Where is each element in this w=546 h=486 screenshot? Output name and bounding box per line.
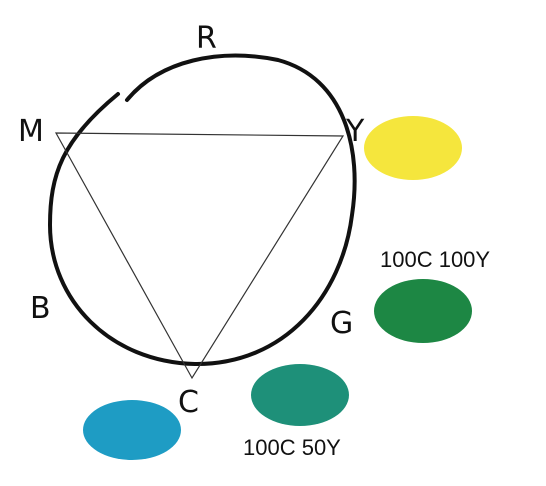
teal-swatch xyxy=(251,364,349,426)
label-y: Y xyxy=(345,114,365,149)
label-m: M xyxy=(18,114,44,149)
teal-swatch-caption: 100C 50Y xyxy=(243,435,341,460)
label-g: G xyxy=(330,306,353,341)
yellow-swatch xyxy=(364,116,462,180)
color-triangle xyxy=(54,132,345,380)
green-swatch xyxy=(374,279,472,343)
label-r: R xyxy=(196,21,217,56)
green-swatch-caption: 100C 100Y xyxy=(380,247,490,272)
color-wheel-outline xyxy=(48,53,357,367)
cyan-swatch xyxy=(83,400,181,460)
label-b: B xyxy=(30,291,51,326)
label-c: C xyxy=(178,385,199,420)
